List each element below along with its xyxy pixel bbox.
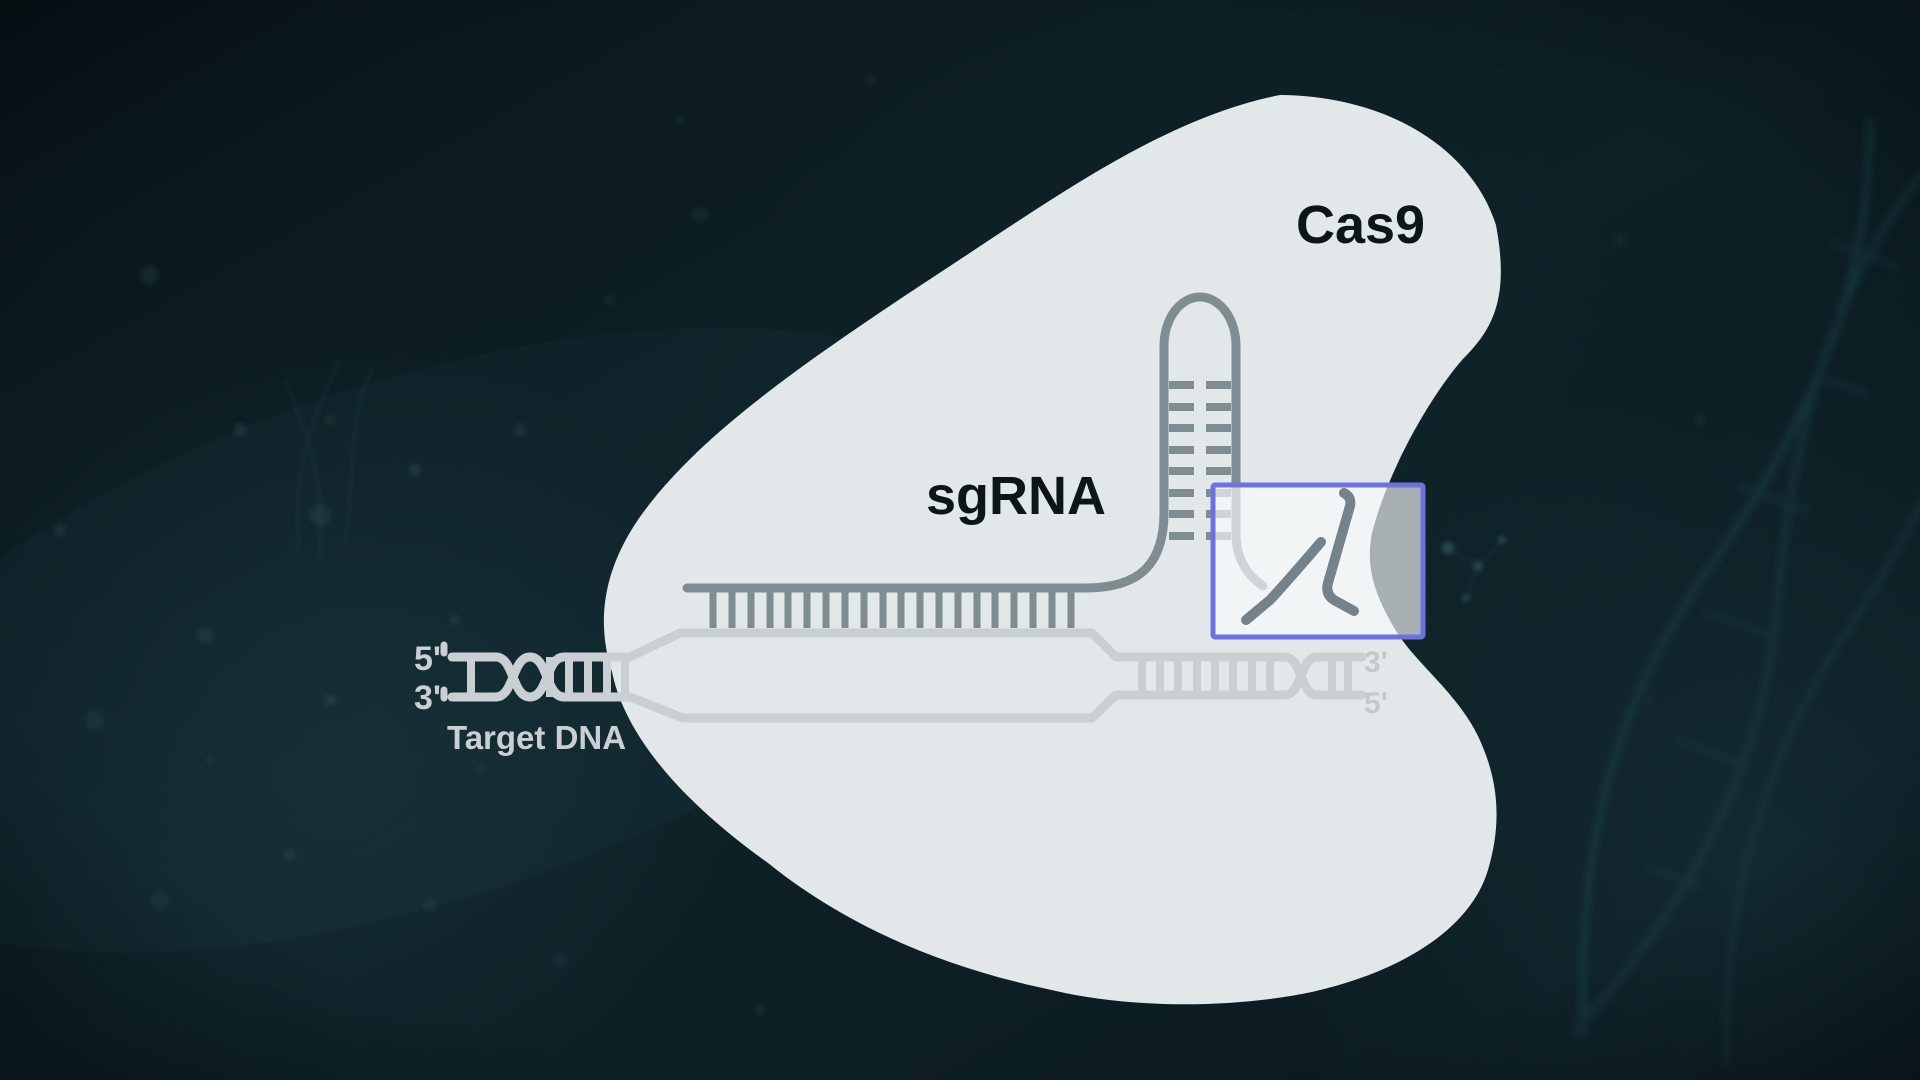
cleavage-highlight-box (1210, 482, 1426, 640)
dna-right-5prime-label: 5' (1364, 687, 1388, 720)
dna-left-5prime-label: 5' (414, 640, 441, 678)
cas9-protein-body (603, 95, 1501, 1005)
cut-strand-right (1322, 488, 1359, 616)
cut-strand-left (1241, 537, 1326, 625)
dna-base-pair-rungs (467, 657, 1352, 697)
dna-right-twist (1280, 652, 1322, 700)
target-dna-label: Target DNA (447, 719, 626, 756)
dna-left-3prime-label: 3' (414, 679, 441, 717)
cleavage-highlight-rect (1210, 482, 1426, 640)
cas9-label: Cas9 (1296, 195, 1425, 255)
cut-site-icon (1241, 488, 1359, 625)
target-dna-strand (440, 628, 1367, 723)
sgrna-base-pair-teeth (709, 592, 1075, 628)
sgrna-hairpin-rungs (1169, 381, 1231, 540)
sgrna-label: sgRNA (926, 466, 1106, 526)
dna-right-3prime-label: 3' (1364, 646, 1388, 679)
